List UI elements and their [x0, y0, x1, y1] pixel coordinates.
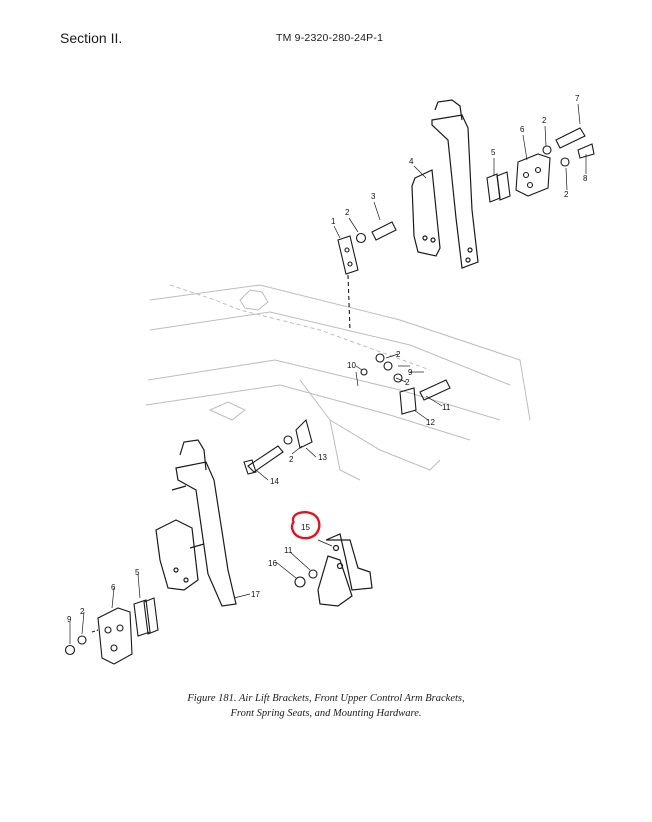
nut-16: [294, 569, 318, 588]
air-lift-bracket-upper: [411, 99, 479, 269]
spring-seat-15: [317, 533, 373, 607]
callout-6: 6: [520, 125, 525, 134]
callout-16: 16: [268, 559, 277, 568]
callout-14: 14: [270, 477, 279, 486]
callout-2: 2: [289, 455, 294, 464]
callout-2: 2: [345, 208, 350, 217]
bracket-1: [337, 235, 359, 331]
bolt-3: [355, 221, 397, 244]
callout-1: 1: [331, 217, 336, 226]
callout-2: 2: [80, 607, 85, 616]
highlight-circle: [290, 511, 321, 540]
callout-12: 12: [426, 418, 435, 427]
bracket-plate-upper: [515, 153, 551, 197]
callout-2: 2: [542, 116, 547, 125]
lower-left-hardware: [64, 597, 159, 665]
callout-11: 11: [284, 546, 293, 555]
section-heading: Section II.: [60, 30, 123, 46]
manual-number: TM 9-2320-280-24P-1: [276, 32, 384, 44]
callout-3: 3: [371, 192, 376, 201]
callout-6: 6: [111, 583, 116, 592]
frame-rails: [145, 284, 531, 481]
figure-caption-line-2: Front Spring Seats, and Mounting Hardwar…: [230, 708, 422, 719]
callout-9: 9: [408, 368, 413, 377]
callout-9: 9: [67, 615, 72, 624]
bracket-12: [360, 353, 451, 415]
callout-10: 10: [347, 361, 356, 370]
shim-upper: [486, 171, 511, 203]
leader-lines: [69, 103, 587, 644]
bracket-13: [243, 418, 313, 475]
callout-2: 2: [564, 190, 569, 199]
callout-2: 2: [405, 378, 410, 387]
callout-2: 2: [396, 350, 401, 359]
figure-caption-line-1: Figure 181. Air Lift Brackets, Front Upp…: [187, 693, 465, 704]
callout-5: 5: [135, 568, 140, 577]
air-lift-bracket-lower: [155, 439, 237, 607]
callout-11: 11: [442, 403, 451, 412]
callout-labels: 1 2 3 4 5 6 2 7 2 8 2 10 2 9 11 12 2 13 …: [67, 94, 588, 624]
callout-4: 4: [409, 157, 414, 166]
callout-5: 5: [491, 148, 496, 157]
callout-13: 13: [318, 453, 327, 462]
upper-right-hardware: [542, 127, 595, 167]
callout-7: 7: [575, 94, 580, 103]
callout-15: 15: [301, 523, 310, 532]
callout-17: 17: [251, 590, 260, 599]
callout-8: 8: [583, 174, 588, 183]
